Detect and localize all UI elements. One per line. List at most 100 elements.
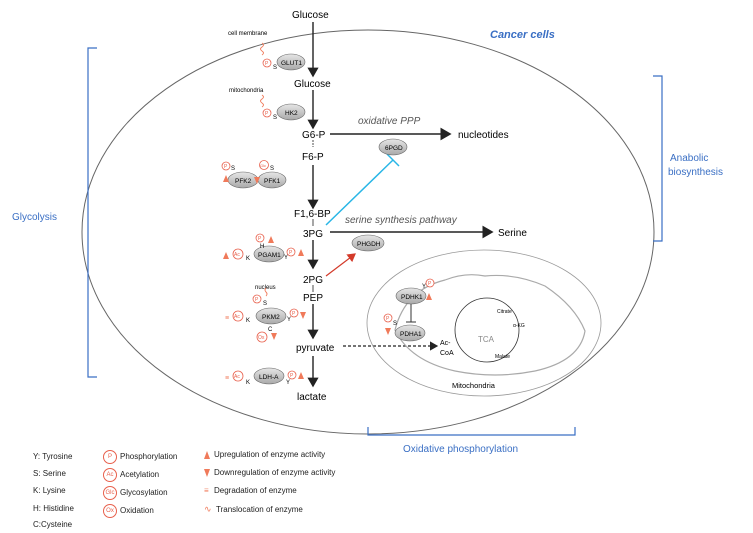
anabolic-bracket [653, 75, 663, 242]
legend-residue-0: Y: Tyrosine [33, 452, 73, 461]
svg-text:H: H [260, 244, 264, 250]
label-nucleus: nucleus [255, 285, 276, 291]
metabolite-acoa-line1: Ac- [440, 340, 451, 347]
metabolite-3pg: 3PG [303, 229, 323, 240]
svg-text:Ox: Ox [258, 335, 265, 341]
metabolite-malate: Malate [495, 354, 510, 360]
legend-effect-upregulation: Upregulation of enzyme activity [204, 450, 325, 459]
inhibition-bar [386, 153, 400, 167]
anabolic-label-line1: Anabolic [670, 153, 708, 164]
svg-text:P: P [258, 236, 262, 242]
svg-text:P: P [292, 311, 296, 317]
svg-text:C: C [268, 327, 273, 333]
enzyme-pkm2: PKM2 [255, 307, 287, 325]
enzyme-ldha: LDH-A [253, 367, 285, 385]
metabolite-glucose: Glucose [294, 79, 331, 90]
svg-text:PDHA1: PDHA1 [400, 331, 422, 338]
svg-text:≡: ≡ [225, 315, 229, 322]
svg-text:S: S [263, 301, 267, 307]
svg-text:PFK1: PFK1 [264, 178, 281, 185]
legend-effect-degradation: ≡Degradation of enzyme [204, 486, 297, 495]
legend-residue-2: K: Lysine [33, 486, 66, 495]
enzyme-pfk2: PFK2 [227, 171, 259, 189]
metabolite-2pg: 2PG [303, 275, 323, 286]
metabolite-pep: PEP [303, 293, 323, 304]
legend-residues: Y: Tyrosine S: Serine K: Lysine H: Histi… [33, 452, 103, 532]
degradation-icon: ≡ [204, 486, 209, 495]
label-cell-membrane: cell membrane [228, 31, 268, 37]
legend-effects: Upregulation of enzyme activity Downregu… [204, 450, 354, 520]
svg-text:P: P [289, 250, 293, 256]
svg-text:P: P [265, 61, 269, 67]
legend-effect-downregulation: Downregulation of enzyme activity [204, 468, 335, 477]
svg-text:S: S [273, 65, 277, 71]
pfk-modifications: P S Glc S [221, 160, 274, 184]
svg-text:P: P [386, 316, 390, 322]
metabolite-acoa-line2: CoA [440, 350, 454, 357]
svg-text:6PGD: 6PGD [385, 145, 403, 152]
legend-residue-4: C:Cysteine [33, 520, 73, 529]
anabolic-label-line2: biosynthesis [668, 167, 723, 178]
glycolysis-label: Glycolysis [12, 212, 57, 223]
enzyme-pdhk1: PDHK1 Y P [395, 278, 435, 305]
svg-text:Ac: Ac [234, 252, 240, 258]
mitochondria-caption: Mitochondria [452, 381, 496, 390]
svg-text:PGAM1: PGAM1 [258, 252, 281, 259]
metabolite-glucose-top: Glucose [292, 10, 329, 21]
acetylation-icon: Ac [103, 468, 117, 482]
svg-text:Y: Y [286, 380, 290, 386]
phosphorylation-icon: P [103, 450, 117, 464]
label-mitochondria-small: mitochondria [229, 88, 264, 94]
svg-text:PDHK1: PDHK1 [401, 294, 423, 301]
up-arrow-icon [204, 450, 210, 459]
svg-text:Ac: Ac [234, 374, 240, 380]
svg-text:Y: Y [284, 255, 288, 261]
svg-text:P: P [255, 297, 259, 303]
svg-text:LDH-A: LDH-A [259, 374, 279, 381]
enzyme-pdha1: PDHA1 P S [383, 313, 426, 342]
svg-text:S: S [231, 166, 235, 172]
legend-residue-1: S: Serine [33, 469, 66, 478]
metabolite-tca: TCA [478, 335, 495, 344]
legend-residue-3: H: Histidine [33, 504, 74, 513]
oxphos-label: Oxidative phosphorylation [403, 444, 518, 455]
oxphos-bracket [367, 427, 576, 436]
metabolite-pyruvate: pyruvate [296, 343, 335, 354]
svg-text:GLUT1: GLUT1 [281, 60, 302, 67]
svg-text:≡: ≡ [225, 375, 229, 382]
pkm2-modifications: ≡ Ac K P S Y P C Ox [225, 287, 306, 343]
metabolite-nucleotides: nucleotides [458, 130, 509, 141]
metabolite-f16bp: F1,6-BP [294, 209, 331, 220]
svg-text:Y: Y [422, 284, 426, 290]
enzyme-pfk1: PFK1 [257, 171, 287, 189]
enzyme-glut1: GLUT1 [276, 53, 306, 71]
svg-text:P: P [428, 281, 432, 287]
svg-text:PKM2: PKM2 [262, 314, 280, 321]
glycosylation-icon: Glc [103, 486, 117, 500]
svg-text:K: K [246, 380, 250, 386]
mitochondria: Mitochondria TCA Citrate α-KG Malate Ac-… [366, 249, 602, 397]
pathway-serine-synthesis: serine synthesis pathway [345, 215, 458, 226]
svg-text:PFK2: PFK2 [235, 178, 252, 185]
metabolite-lactate: lactate [297, 392, 327, 403]
arrow-2pg-phgdh [325, 253, 356, 277]
glycolysis-bracket [87, 47, 97, 378]
enzyme-pgam1: PGAM1 [253, 245, 285, 263]
down-arrow-icon [204, 468, 210, 477]
svg-text:Glc: Glc [260, 163, 266, 168]
metabolite-f6p: F6-P [302, 152, 324, 163]
svg-text:HK2: HK2 [285, 110, 298, 117]
svg-text:S: S [393, 321, 397, 327]
pathway-oxidative-ppp: oxidative PPP [358, 116, 421, 127]
oxidation-icon: Ox [103, 504, 117, 518]
svg-text:K: K [246, 256, 250, 262]
svg-text:Y: Y [287, 317, 291, 323]
svg-text:P: P [265, 111, 269, 117]
metabolite-citrate: Citrate [497, 309, 512, 315]
svg-text:PHGDH: PHGDH [357, 241, 381, 248]
